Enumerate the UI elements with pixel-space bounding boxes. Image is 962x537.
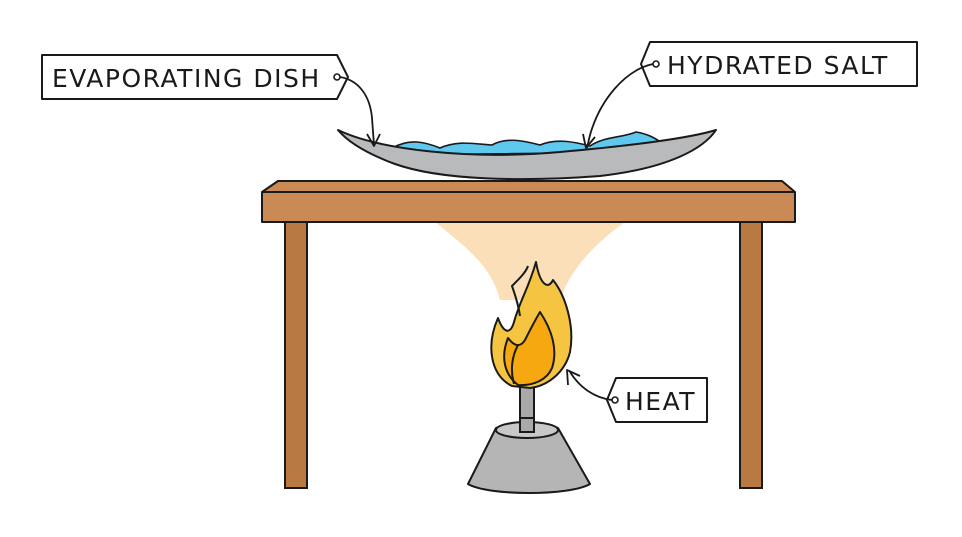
evaporating-dish [337, 129, 717, 181]
label-heat: HEAT [606, 377, 708, 423]
evaporating-dish-label: EVAPORATING DISH [52, 64, 321, 93]
label-evaporating-dish: EVAPORATING DISH [41, 54, 349, 100]
hydrated-salt-label: HYDRATED SALT [667, 51, 889, 80]
evaporating-dish-arrow [339, 76, 375, 146]
heat-arrow [569, 371, 613, 401]
label-hydrated-salt: HYDRATED SALT [640, 41, 918, 87]
table-leg-right [739, 221, 763, 489]
table-leg-left [284, 221, 308, 489]
hydrated-salt-arrow [586, 63, 654, 149]
heat-label: HEAT [625, 387, 696, 416]
table-top [261, 180, 796, 223]
flame-inner [503, 311, 556, 387]
heat-glow [435, 222, 625, 300]
